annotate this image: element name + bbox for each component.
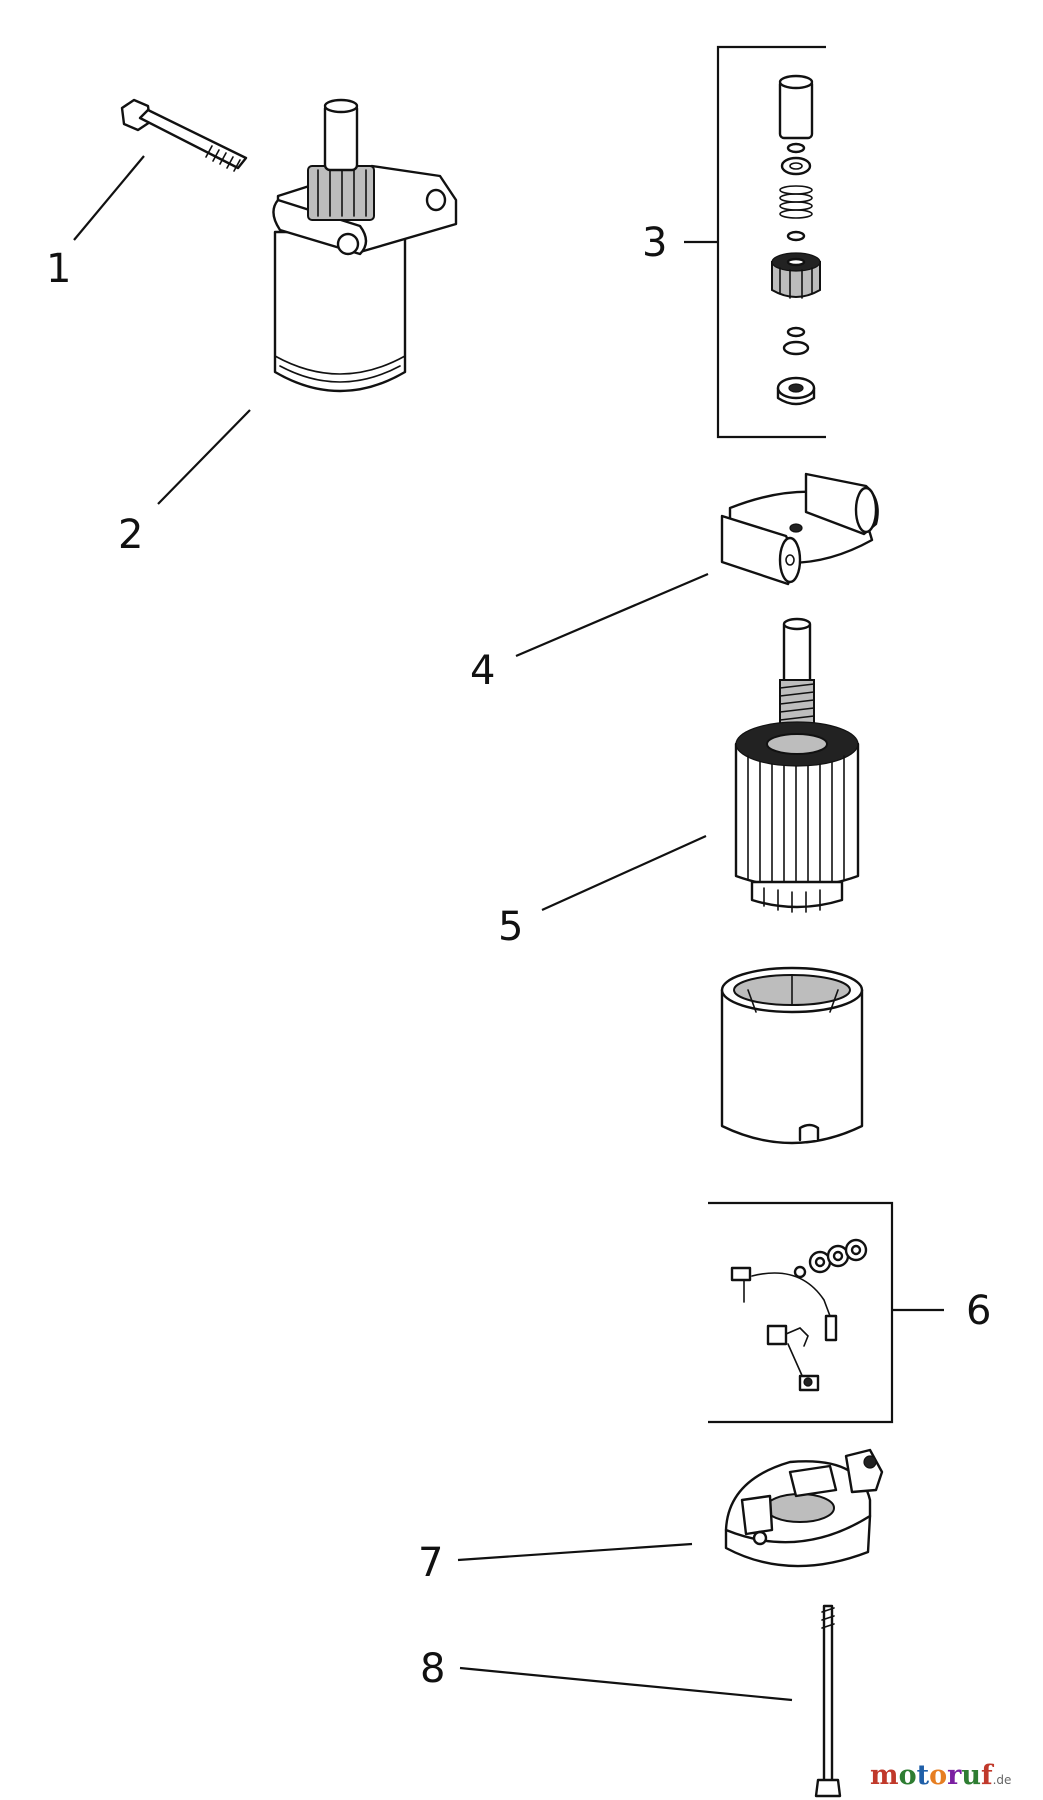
leader-line-5 xyxy=(541,834,707,912)
callout-3: 3 xyxy=(642,220,667,266)
leader-line-8 xyxy=(459,1666,793,1702)
part-8-through-bolt xyxy=(814,1604,842,1798)
part-4-end-bracket xyxy=(720,472,879,586)
wm-letter: r xyxy=(947,1760,962,1791)
callout-6: 6 xyxy=(966,1288,991,1334)
callout-4: 4 xyxy=(470,648,495,694)
leader-line-7 xyxy=(457,1542,693,1562)
part-6-brush-kit xyxy=(730,1238,868,1392)
part-3-drive-kit xyxy=(771,74,821,406)
wm-letter: u xyxy=(961,1760,981,1791)
motor-housing xyxy=(720,966,864,1145)
wm-letter: m xyxy=(870,1760,899,1791)
svg-text:motoruf.de: motoruf.de xyxy=(870,1760,1011,1791)
wm-suffix: .de xyxy=(993,1773,1012,1787)
wm-letter: t xyxy=(917,1760,930,1791)
watermark-logo: motoruf.de xyxy=(870,1760,1011,1791)
part-2-starter-motor xyxy=(272,98,458,393)
part-1-bolt xyxy=(120,98,248,172)
leader-line-4 xyxy=(515,572,709,658)
leader-line-1 xyxy=(73,155,145,241)
kit-6-bracket xyxy=(708,1201,894,1424)
part-7-brush-holder xyxy=(724,1448,884,1568)
wm-letter: o xyxy=(899,1760,917,1791)
leader-line-2 xyxy=(157,409,251,505)
callout-1: 1 xyxy=(46,246,71,292)
wm-letter: f xyxy=(981,1760,995,1791)
callout-2: 2 xyxy=(118,512,143,558)
wm-letter: o xyxy=(929,1760,947,1791)
callout-5: 5 xyxy=(498,904,523,950)
callout-7: 7 xyxy=(418,1540,443,1586)
part-5-armature xyxy=(734,617,860,913)
callout-8: 8 xyxy=(420,1646,445,1692)
